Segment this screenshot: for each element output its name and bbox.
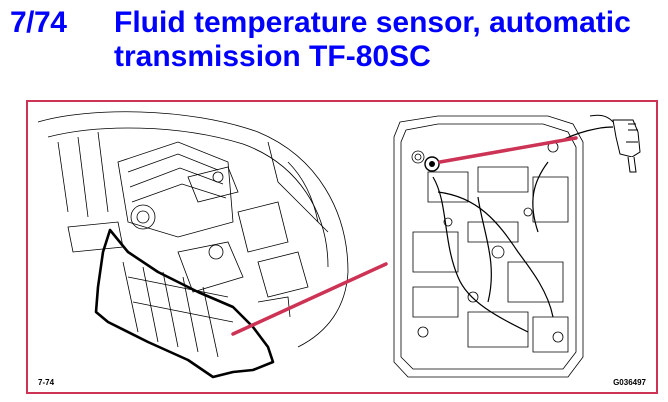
- pan-callout-line: [231, 262, 388, 336]
- connector-plug-drawing: [589, 114, 641, 173]
- figure-image-code: G036497: [613, 378, 646, 387]
- transmission-housing-drawing: [37, 111, 349, 358]
- oil-pan-outline: [94, 228, 275, 379]
- page-title: Fluid temperature sensor, automatic tran…: [114, 6, 631, 73]
- valve-body-drawing: [393, 115, 614, 378]
- fluid-temperature-sensor-drawing: [424, 156, 440, 172]
- transmission-illustration: [37, 111, 641, 379]
- slide-number: 7/74: [10, 6, 67, 39]
- sensor-callout-line: [438, 136, 578, 164]
- figure-reference-label: 7-74: [38, 378, 55, 387]
- illustration-frame: 7-74 G036497: [26, 100, 658, 394]
